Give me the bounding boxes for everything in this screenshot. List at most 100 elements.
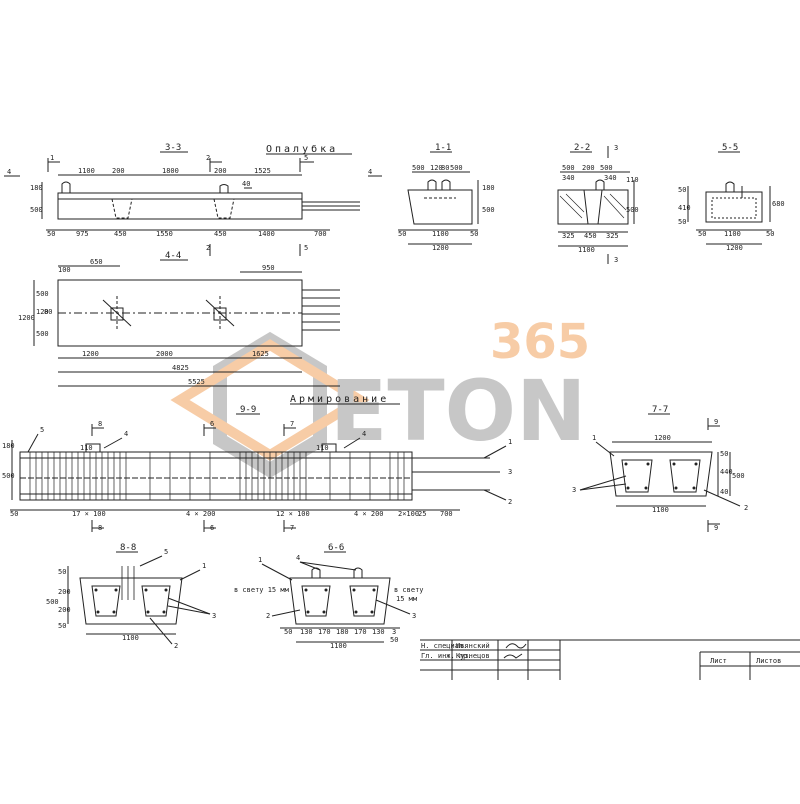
dim-110: 110 <box>316 444 329 452</box>
cut-mark-6: 6 <box>210 420 214 428</box>
dim-180: 180 <box>2 442 15 450</box>
heading-formwork: Опалубка <box>266 143 338 155</box>
dim-50: 50 <box>698 230 706 238</box>
dim-450: 450 <box>114 230 127 238</box>
title-name-2: Кузнецов <box>456 652 490 660</box>
section-7-7: 7-7 9 1200 1 3 2 50 440 40 500 <box>572 405 748 532</box>
dim-1200: 1200 <box>18 314 35 322</box>
dim-700: 700 <box>440 510 453 518</box>
dim-50: 50 <box>390 636 398 644</box>
dim-1100: 1100 <box>652 506 669 514</box>
dim-500: 500 <box>562 164 575 172</box>
cut-mark-5: 5 <box>304 154 308 162</box>
label-section-6-6: 6-6 <box>328 543 344 553</box>
leader-4: 4 <box>296 554 300 562</box>
title-sheets-label: Листов <box>756 657 781 665</box>
dim-500: 500 <box>36 330 49 338</box>
leader-5: 5 <box>164 548 168 556</box>
cut-mark-8: 8 <box>98 524 102 532</box>
cut-mark-8: 8 <box>98 420 102 428</box>
leader-3: 3 <box>508 468 512 476</box>
dim-450: 450 <box>214 230 227 238</box>
dim-650: 650 <box>90 258 103 266</box>
dim-130: 130 <box>300 628 313 636</box>
dim-130: 130 <box>372 628 385 636</box>
dim-325: 325 <box>606 232 619 240</box>
signature-2 <box>503 653 523 659</box>
dim-1100: 1100 <box>330 642 347 650</box>
dim-50: 50 <box>284 628 292 636</box>
cut-mark-3: 3 <box>614 256 618 264</box>
dim-500: 500 <box>450 164 463 172</box>
watermark-number: 365 <box>490 314 590 370</box>
dim-180: 180 <box>336 628 349 636</box>
dim-2000: 2000 <box>156 350 173 358</box>
section-9-9: 9-9 8 6 7 5 4 4 110 110 <box>2 405 512 532</box>
dim-5525: 5525 <box>188 378 205 386</box>
dim-110: 110 <box>80 444 93 452</box>
dim-180: 180 <box>30 184 43 192</box>
label-section-8-8: 8-8 <box>120 543 136 553</box>
dim-170: 170 <box>318 628 331 636</box>
dim-17x100: 17 × 100 <box>72 510 106 518</box>
leader-5: 5 <box>40 426 44 434</box>
dim-1400: 1400 <box>258 230 275 238</box>
dim-170: 170 <box>354 628 367 636</box>
note-clear-right: в свету <box>394 586 424 594</box>
dim-200: 200 <box>112 167 125 175</box>
dim-500: 500 <box>46 598 59 606</box>
dim-200: 200 <box>58 606 71 614</box>
dim-500: 500 <box>412 164 425 172</box>
title-role-1: Н. специал. <box>421 642 467 650</box>
dim-500: 500 <box>36 290 49 298</box>
dim-50: 50 <box>58 568 66 576</box>
dim-4x200: 4 × 200 <box>354 510 384 518</box>
dim-1525: 1525 <box>254 167 271 175</box>
cut-mark-4-left: 4 <box>7 168 11 176</box>
leader-3: 3 <box>412 612 416 620</box>
dim-4x200: 4 × 200 <box>186 510 216 518</box>
leader-1: 1 <box>592 434 596 442</box>
watermark-word: ETON <box>330 362 586 460</box>
dim-500: 500 <box>626 206 639 214</box>
label-section-3-3: 3-3 <box>165 143 181 153</box>
leader-2: 2 <box>266 612 270 620</box>
dim-50: 50 <box>766 230 774 238</box>
dim-50: 50 <box>678 186 686 194</box>
leader-4: 4 <box>362 430 366 438</box>
dim-4825: 4825 <box>172 364 189 372</box>
label-section-5-5: 5-5 <box>722 143 738 153</box>
leader-2: 2 <box>744 504 748 512</box>
dim-500: 500 <box>732 472 745 480</box>
section-8-8: 8-8 5 1 3 2 50 200 200 500 <box>46 543 216 650</box>
cut-mark-1: 1 <box>50 154 54 162</box>
leader-1: 1 <box>258 556 262 564</box>
dim-680: 680 <box>772 200 785 208</box>
note-clear-left: в свету 15 мм <box>234 586 290 594</box>
leader-1: 1 <box>202 562 206 570</box>
leader-4: 4 <box>124 430 128 438</box>
dim-120: 120 <box>430 164 443 172</box>
leader-3: 3 <box>392 628 396 636</box>
label-section-1-1: 1-1 <box>435 143 451 153</box>
section-6-6: 6-6 1 4 в свету 15 мм в свету 15 мм 2 3 … <box>234 543 424 650</box>
dim-100: 100 <box>58 266 71 274</box>
label-section-9-9: 9-9 <box>240 405 256 415</box>
dim-50: 50 <box>720 450 728 458</box>
dim-2x100: 2×100 <box>398 510 419 518</box>
heading-reinforcement: Армирование <box>290 394 389 405</box>
dim-40: 40 <box>720 488 728 496</box>
dim-1550: 1550 <box>156 230 173 238</box>
dim-1100: 1100 <box>578 246 595 254</box>
dim-50: 50 <box>678 218 686 226</box>
dim-80: 80 <box>44 308 52 316</box>
label-section-7-7: 7-7 <box>652 405 668 415</box>
watermark: 365 ETON <box>170 314 590 479</box>
dim-200: 200 <box>582 164 595 172</box>
section-3-3: 3-3 4 4 1 2 5 1100 200 1800 200 1525 40 <box>4 143 382 238</box>
cut-mark-2: 2 <box>206 154 210 162</box>
title-role-2: Гл. инж. пр. <box>421 652 472 660</box>
dim-200: 200 <box>58 588 71 596</box>
dim-180: 180 <box>482 184 495 192</box>
